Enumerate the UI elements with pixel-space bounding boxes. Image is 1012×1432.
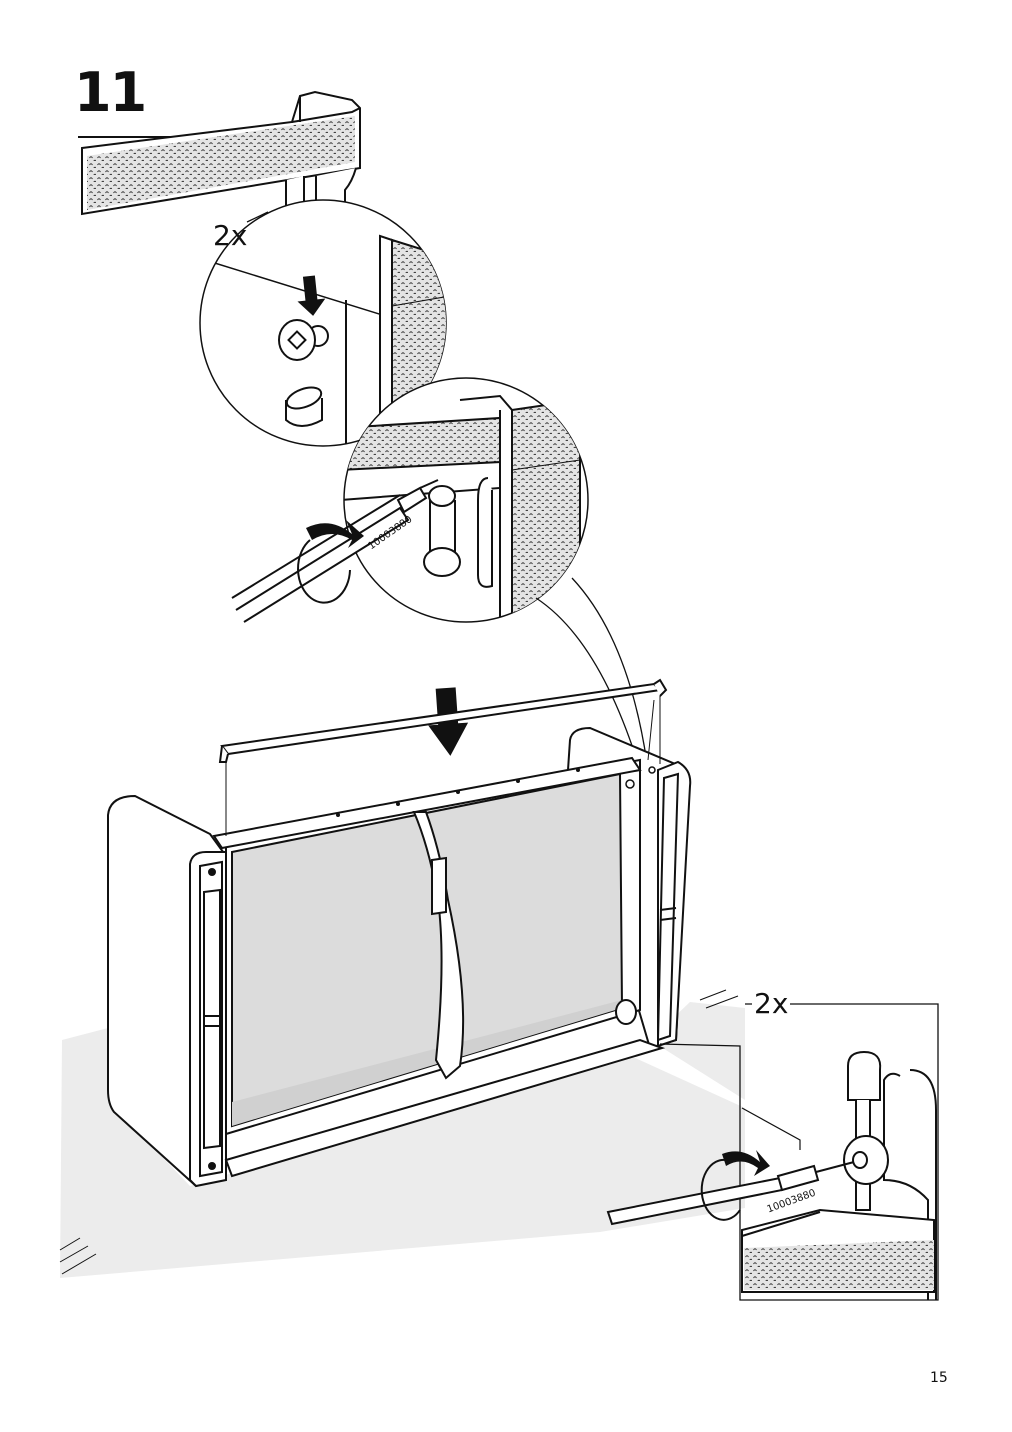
page-number: 15 (930, 1370, 948, 1386)
step-number: 11 (74, 61, 147, 124)
detail-box-bottom (606, 1003, 939, 1301)
screw-quantity-label: 2x (752, 987, 791, 1020)
hook-quantity-label: 2x (213, 219, 248, 252)
detail-circle-pegs (199, 199, 447, 447)
floor (60, 1028, 745, 1278)
sofa-frame (107, 726, 692, 1188)
detail-circle-screwdriver (231, 377, 649, 771)
rotate-clockwise-icon (700, 1150, 770, 1221)
back-rail (218, 678, 668, 763)
rotate-clockwise-icon (297, 520, 364, 604)
down-arrow-icon (297, 275, 326, 316)
